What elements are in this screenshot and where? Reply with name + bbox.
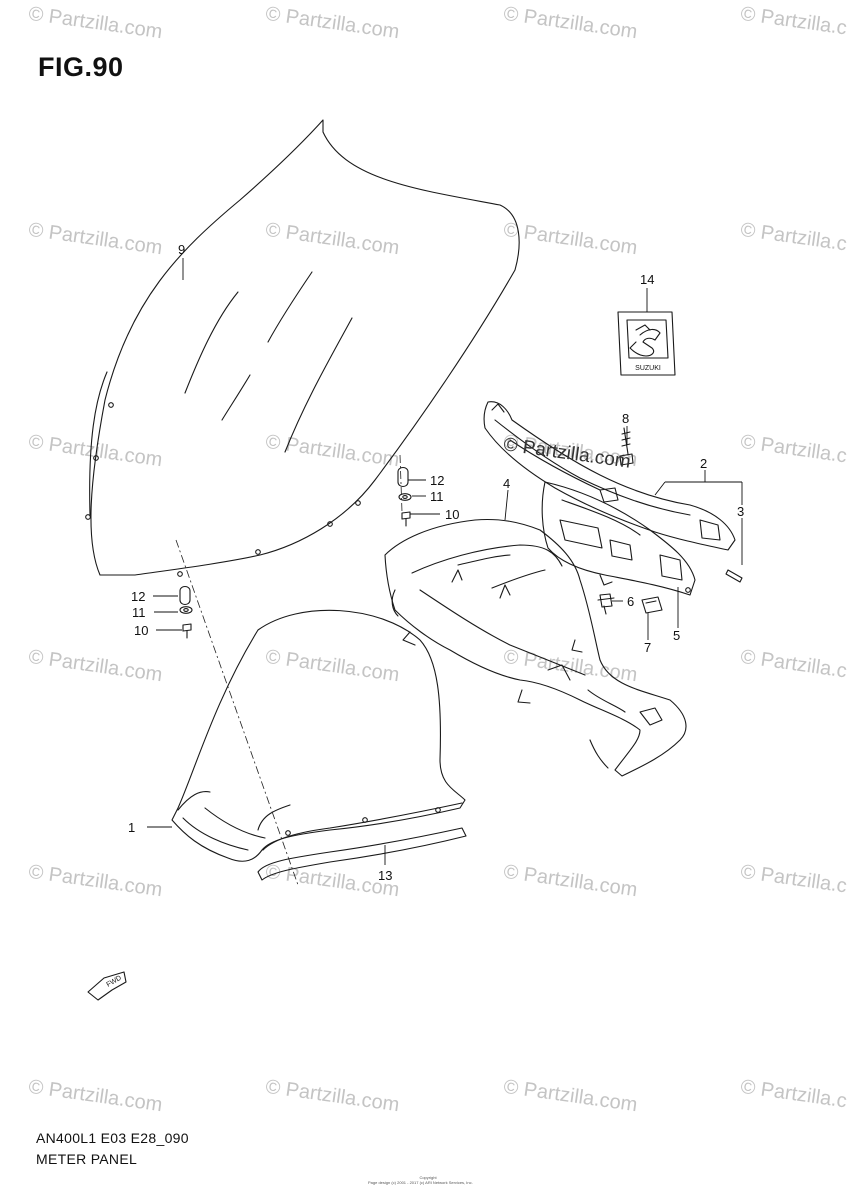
model-code: AN400L1 E03 E28_090 (36, 1130, 189, 1146)
part-screw-8[interactable] (619, 427, 634, 466)
alignment-line-left (175, 539, 299, 886)
copyright-title: Copyright (419, 1175, 437, 1180)
part-windscreen[interactable] (85, 119, 520, 577)
callout-11-upper: 11 (430, 489, 444, 504)
callout-5: 5 (673, 628, 680, 643)
emblem-text: SUZUKI (635, 365, 661, 372)
part-fastener-set-upper[interactable] (397, 466, 412, 527)
copyright-notice: Copyright Page design (c) 2001 - 2017 (c… (368, 1175, 488, 1185)
callout-12-lower: 12 (131, 589, 145, 604)
part-upper-rail[interactable] (483, 401, 736, 551)
section-name: METER PANEL (36, 1151, 138, 1167)
copyright-text: Page design (c) 2001 - 2017 (c) ARI Netw… (368, 1180, 473, 1185)
callout-13: 13 (378, 868, 392, 883)
callout-8: 8 (622, 411, 629, 426)
part-pin[interactable] (725, 569, 743, 583)
callout-4: 4 (503, 476, 510, 491)
part-lower-screen[interactable] (171, 609, 466, 862)
figure-title: FIG.90 (38, 52, 124, 82)
callout-3: 3 (737, 504, 744, 519)
callout-7: 7 (644, 640, 651, 655)
callout-1: 1 (128, 820, 135, 835)
callout-10-upper: 10 (445, 507, 459, 522)
part-inner-panel[interactable] (384, 518, 687, 777)
callout-10-lower: 10 (134, 623, 148, 638)
part-meter-bracket[interactable] (541, 481, 696, 596)
alignment-line-center (399, 454, 403, 513)
part-trim-strip[interactable] (257, 827, 467, 881)
callout-12-upper: 12 (430, 473, 444, 488)
part-fastener-set-lower[interactable] (179, 585, 193, 639)
callout-6: 6 (627, 594, 634, 609)
fwd-arrow-icon (87, 971, 127, 1001)
callout-11-lower: 11 (132, 605, 146, 620)
part-nut-clip-7[interactable] (641, 596, 663, 614)
callout-9: 9 (178, 242, 185, 257)
part-emblem[interactable] (617, 311, 676, 376)
callout-14: 14 (640, 272, 654, 287)
callout-2: 2 (700, 456, 707, 471)
part-clip-6[interactable] (597, 593, 615, 615)
leader-lines (147, 258, 743, 865)
